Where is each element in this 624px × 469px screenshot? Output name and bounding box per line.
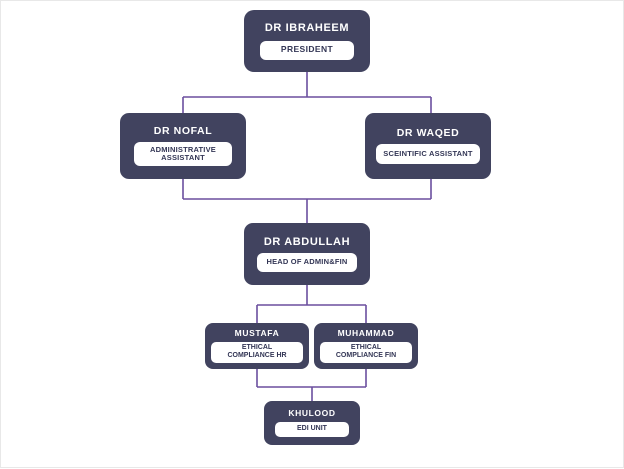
node-title-waqed: DR WAQED bbox=[396, 126, 460, 139]
node-role-line2-mustafa: COMPLIANCE HR bbox=[227, 352, 287, 360]
node-role-line1-waqed: SCEINTIFIC ASSISTANT bbox=[383, 148, 473, 158]
node-title-mustafa: MUSTAFA bbox=[234, 328, 280, 339]
node-role-line2-muhammad: COMPLIANCE FIN bbox=[335, 352, 397, 360]
node-role-nofal: ADMINISTRATIVE ASSISTANT bbox=[134, 142, 232, 167]
node-title-khulood: KHULOOD bbox=[288, 408, 336, 419]
node-role-text-muhammad: ETHICAL COMPLIANCE FIN bbox=[336, 344, 396, 360]
node-title-abdullah: DR ABDULLAH bbox=[263, 235, 351, 248]
node-role-ibraheem: PRESIDENT bbox=[260, 40, 354, 60]
org-node-ibraheem[interactable]: DR IBRAHEEM PRESIDENT bbox=[244, 10, 370, 72]
node-role-line1-muhammad: ETHICAL bbox=[350, 344, 382, 352]
node-title-ibraheem: DR IBRAHEEM bbox=[264, 22, 350, 35]
node-role-line1-mustafa: ETHICAL bbox=[241, 344, 273, 352]
node-role-muhammad: ETHICAL COMPLIANCE FIN bbox=[320, 341, 412, 363]
org-node-waqed[interactable]: DR WAQED SCEINTIFIC ASSISTANT bbox=[365, 113, 491, 179]
org-node-abdullah[interactable]: DR ABDULLAH HEAD OF ADMIN&FIN bbox=[244, 223, 370, 285]
node-role-line1-nofal: ADMINISTRATIVE bbox=[150, 144, 216, 154]
node-role-line1-khulood: EDI UNIT bbox=[297, 425, 327, 433]
node-role-khulood: EDI UNIT bbox=[275, 421, 349, 437]
node-role-text-mustafa: ETHICAL COMPLIANCE HR bbox=[227, 344, 286, 360]
org-node-nofal[interactable]: DR NOFAL ADMINISTRATIVE ASSISTANT bbox=[120, 113, 246, 179]
node-role-mustafa: ETHICAL COMPLIANCE HR bbox=[211, 341, 303, 363]
node-role-line2-nofal: ASSISTANT bbox=[161, 153, 205, 163]
org-node-muhammad[interactable]: MUHAMMAD ETHICAL COMPLIANCE FIN bbox=[314, 323, 418, 369]
node-role-waqed: SCEINTIFIC ASSISTANT bbox=[376, 144, 480, 165]
org-node-mustafa[interactable]: MUSTAFA ETHICAL COMPLIANCE HR bbox=[205, 323, 309, 369]
node-role-line1-ibraheem: PRESIDENT bbox=[280, 44, 334, 55]
node-role-text-nofal: ADMINISTRATIVE ASSISTANT bbox=[150, 144, 216, 163]
org-node-khulood[interactable]: KHULOOD EDI UNIT bbox=[264, 401, 360, 445]
node-title-nofal: DR NOFAL bbox=[153, 124, 213, 137]
node-title-muhammad: MUHAMMAD bbox=[337, 328, 395, 339]
node-role-line1-abdullah: HEAD OF ADMIN&FIN bbox=[266, 257, 348, 267]
node-role-abdullah: HEAD OF ADMIN&FIN bbox=[257, 253, 357, 273]
